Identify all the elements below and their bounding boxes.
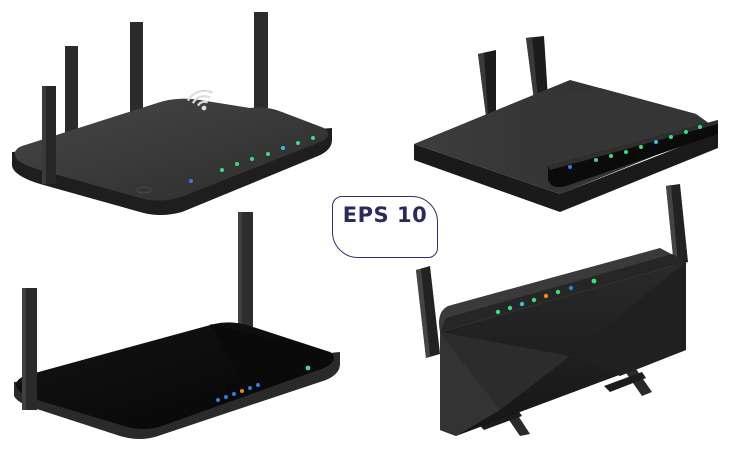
led-indicator [232,392,236,396]
router-body-side [414,132,718,212]
wifi-icon [186,89,214,111]
led-indicator [305,365,311,371]
led-indicator [591,278,597,284]
led-indicator [224,395,228,399]
front-panel [548,120,718,188]
eps-badge: EPS 10 [332,196,438,258]
led-indicator [248,386,252,390]
led-indicator [654,140,658,144]
led-indicator [639,145,643,149]
led-indicator [311,136,315,140]
router-body-top [14,98,329,201]
led-indicator [281,146,285,150]
router-top-right [414,36,718,212]
led-indicator [189,179,193,183]
led-indicator [296,141,300,145]
led-indicator [266,152,270,156]
led-indicator [256,383,260,387]
led-indicator [555,289,561,295]
led-indicator [568,285,574,291]
led-indicator [531,297,537,303]
led-indicator [495,309,501,315]
antenna [65,46,78,136]
led-indicator [624,150,628,154]
led-indicator [235,162,239,166]
button [136,186,152,194]
eps-label: EPS 10 [342,203,428,227]
antenna [130,22,143,114]
led-indicator [543,293,549,299]
led-indicator [250,157,254,161]
led-indicator [519,301,525,307]
router-bottom-left [14,212,340,439]
led-indicator [507,305,513,311]
antenna [254,12,268,120]
led-indicator [669,135,673,139]
router-top-left [12,12,332,215]
router-bottom-right [416,184,688,436]
led-indicator [220,168,224,172]
led-indicator [684,130,688,134]
led-indicator [240,389,244,393]
led-indicator [594,158,598,162]
led-indicator [609,154,613,158]
led-indicator [698,125,702,129]
led-indicator [568,165,572,169]
led-indicator [216,398,220,402]
